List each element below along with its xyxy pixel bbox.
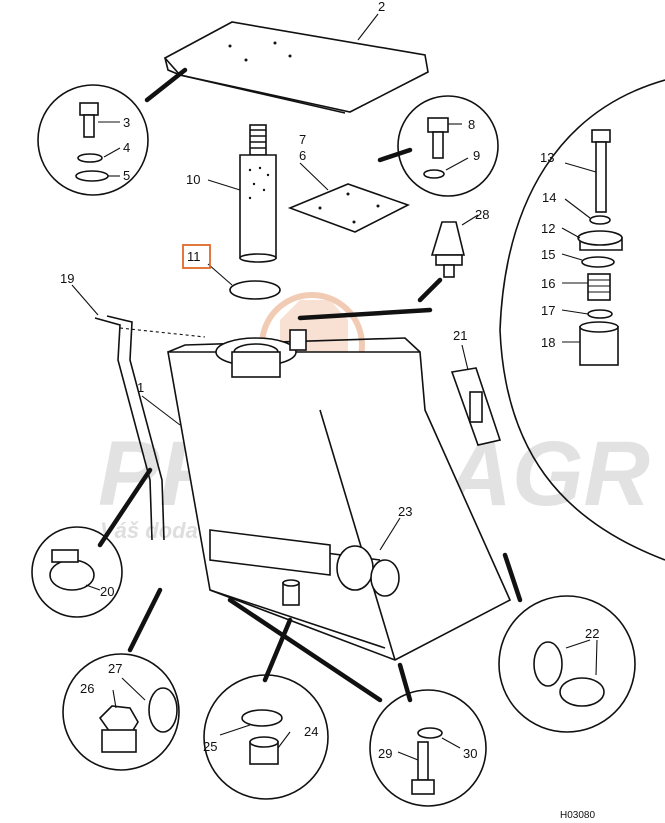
hydraulic-tank bbox=[167, 329, 512, 661]
callout-26: 26 bbox=[80, 681, 94, 696]
callout-23: 23 bbox=[398, 504, 412, 519]
callout-13: 13 bbox=[540, 150, 554, 165]
detail-hose-clamp bbox=[31, 526, 123, 618]
callout-21: 21 bbox=[453, 328, 467, 343]
callout-8: 8 bbox=[468, 117, 475, 132]
o-ring bbox=[229, 280, 281, 300]
callout-14: 14 bbox=[542, 190, 556, 205]
suction-strainer bbox=[209, 529, 400, 597]
callout-1: 1 bbox=[137, 380, 144, 395]
detail-bolt-washers bbox=[37, 84, 149, 196]
callout-10: 10 bbox=[186, 172, 200, 187]
callout-4: 4 bbox=[123, 140, 130, 155]
callout-25: 25 bbox=[203, 739, 217, 754]
callout-16: 16 bbox=[541, 276, 555, 291]
detail-bolt-lockwasher bbox=[397, 95, 499, 197]
detail-drain-plug bbox=[62, 653, 180, 771]
detail-filter-assembly bbox=[499, 79, 665, 561]
drawing-code: H03080 bbox=[560, 810, 595, 821]
callout-7: 7 bbox=[299, 132, 306, 147]
gasket-plate bbox=[287, 183, 411, 233]
breather-cap bbox=[430, 221, 466, 278]
callout-2: 2 bbox=[378, 0, 385, 14]
callout-20: 20 bbox=[100, 584, 114, 599]
callout-15: 15 bbox=[541, 247, 555, 262]
callout-30: 30 bbox=[463, 746, 477, 761]
callout-27: 27 bbox=[108, 661, 122, 676]
callout-12: 12 bbox=[541, 221, 555, 236]
callout-28: 28 bbox=[475, 207, 489, 222]
filter-element bbox=[239, 124, 277, 263]
callout-labels: 2 3 4 5 7 6 8 9 10 11 13 14 12 15 16 17 … bbox=[60, 0, 599, 761]
detail-o-rings bbox=[498, 595, 636, 733]
detail-mount-bolt bbox=[369, 689, 487, 807]
callout-29: 29 bbox=[378, 746, 392, 761]
callout-17: 17 bbox=[541, 303, 555, 318]
callout-22: 22 bbox=[585, 626, 599, 641]
callout-18: 18 bbox=[541, 335, 555, 350]
callout-9: 9 bbox=[473, 148, 480, 163]
drain-fitting bbox=[282, 579, 300, 606]
callout-5: 5 bbox=[123, 168, 130, 183]
callout-19: 19 bbox=[60, 271, 74, 286]
callout-6: 6 bbox=[299, 148, 306, 163]
callout-3: 3 bbox=[123, 115, 130, 130]
highlight-box bbox=[182, 244, 211, 269]
callout-11: 11 bbox=[187, 249, 201, 264]
detail-fitting-seal bbox=[203, 674, 329, 800]
leader-lines bbox=[97, 67, 523, 703]
callout-24: 24 bbox=[304, 724, 318, 739]
hose bbox=[94, 317, 153, 541]
cover-plate bbox=[163, 21, 429, 114]
